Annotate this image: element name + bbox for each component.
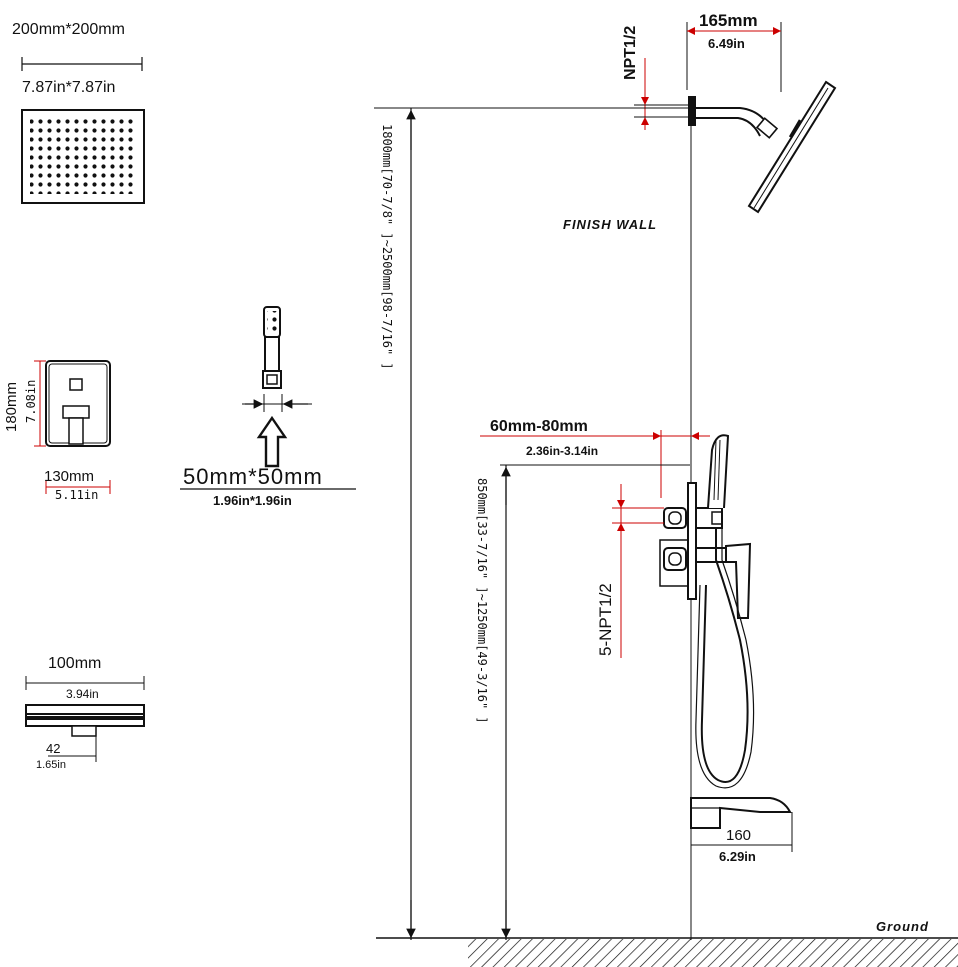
shower-head-top-view (21, 57, 145, 204)
valve-plate-front-view (34, 360, 111, 494)
spout-depth-in: 1.65in (36, 759, 66, 771)
valve-depth-mm: 60mm-80mm (490, 418, 588, 435)
valve-plate-width-in: 5.11in (55, 488, 99, 502)
valve-height: 850mm[33-7/16" ]~1250mm[49-3/16" ] (475, 478, 489, 724)
hand-shower-size-in: 1.96in*1.96in (213, 493, 292, 508)
spout-width-in: 3.94in (66, 687, 99, 701)
arm-reach-mm: 165mm (699, 11, 758, 30)
valve-plate-height-mm: 180mm (3, 381, 20, 432)
main-installation-view (374, 22, 958, 967)
hand-shower-view (180, 306, 356, 490)
valve-plate-height-in: 7.08in (24, 379, 38, 423)
spout-depth-mm: 42 (46, 741, 61, 756)
arm-reach-in: 6.49in (708, 36, 745, 51)
valve-npt-label: 5-NPT1/2 (596, 583, 615, 656)
valve-plate-width-mm: 130mm (44, 468, 95, 485)
spout-side-view (25, 676, 145, 762)
valve-depth-in: 2.36in-3.14in (526, 444, 599, 458)
spout-width-mm: 100mm (48, 655, 102, 672)
shower-head-size-in: 7.87in*7.87in (22, 79, 116, 96)
shower-head-size-mm: 200mm*200mm (12, 21, 125, 38)
finish-wall-label: FINISH WALL (563, 217, 658, 232)
tub-spout-reach-in: 6.29in (719, 849, 756, 864)
shower-head-height: 1800mm[70-7/8" ]~2500mm[98-7/16" ] (380, 124, 394, 370)
tub-spout-reach-mm: 160 (726, 827, 752, 844)
arm-npt-label: NPT1/2 (622, 25, 639, 80)
hand-shower-size-mm: 50mm*50mm (183, 464, 323, 489)
ground-label: Ground (876, 919, 929, 934)
